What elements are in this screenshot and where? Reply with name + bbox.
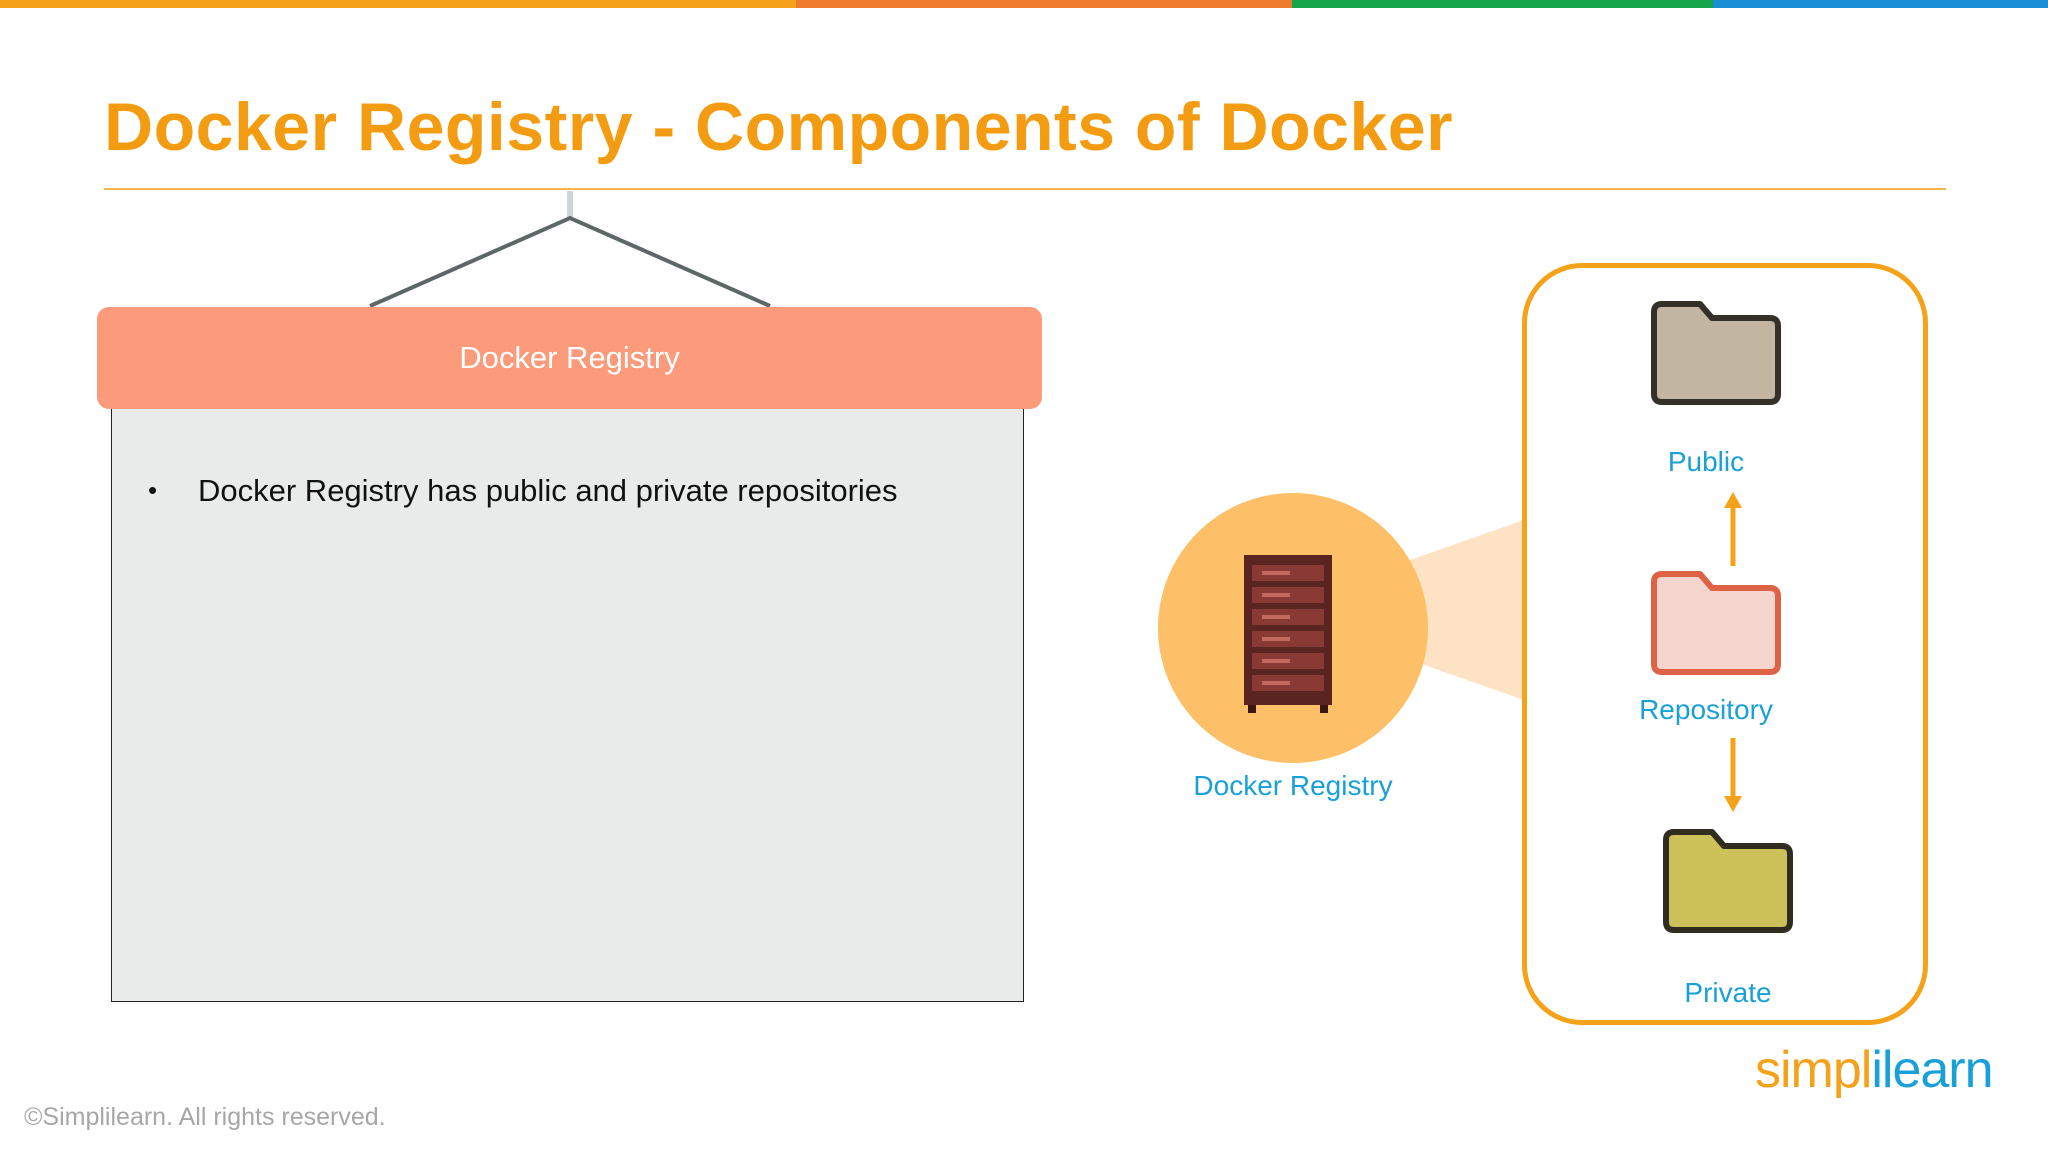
stripe-blue bbox=[1713, 0, 2048, 8]
repository-folder-icon bbox=[1651, 571, 1781, 675]
copyright-text: ©Simplilearn. All rights reserved. bbox=[24, 1103, 386, 1131]
content-board: • Docker Registry has public and private… bbox=[111, 409, 1024, 1002]
bullet-item: • Docker Registry has public and private… bbox=[148, 473, 898, 509]
slide-title: Docker Registry - Components of Docker bbox=[104, 89, 1454, 165]
server-label: Docker Registry bbox=[1193, 770, 1393, 801]
repository-label: Repository bbox=[1639, 694, 1773, 725]
arrow-down-icon bbox=[1724, 738, 1742, 812]
public-folder-icon bbox=[1651, 301, 1781, 405]
board-heading: Docker Registry bbox=[97, 307, 1042, 409]
bullet-text: Docker Registry has public and private r… bbox=[198, 473, 898, 508]
private-folder-icon bbox=[1663, 829, 1793, 933]
server-rack-icon bbox=[1244, 555, 1332, 713]
stripe-green bbox=[1292, 0, 1713, 8]
title-underline bbox=[104, 188, 1946, 190]
registry-circle bbox=[1158, 493, 1428, 763]
bullet-dot: • bbox=[148, 475, 158, 505]
repository-container bbox=[1522, 263, 1928, 1025]
stripe-orange bbox=[0, 0, 796, 8]
stripe-dark-orange bbox=[796, 0, 1292, 8]
simplilearn-logo: simplilearn bbox=[1755, 1041, 1994, 1099]
top-color-stripe bbox=[0, 0, 2048, 8]
arrow-up-icon bbox=[1724, 492, 1742, 566]
private-label: Private bbox=[1684, 977, 1772, 1008]
public-label: Public bbox=[1667, 446, 1745, 477]
